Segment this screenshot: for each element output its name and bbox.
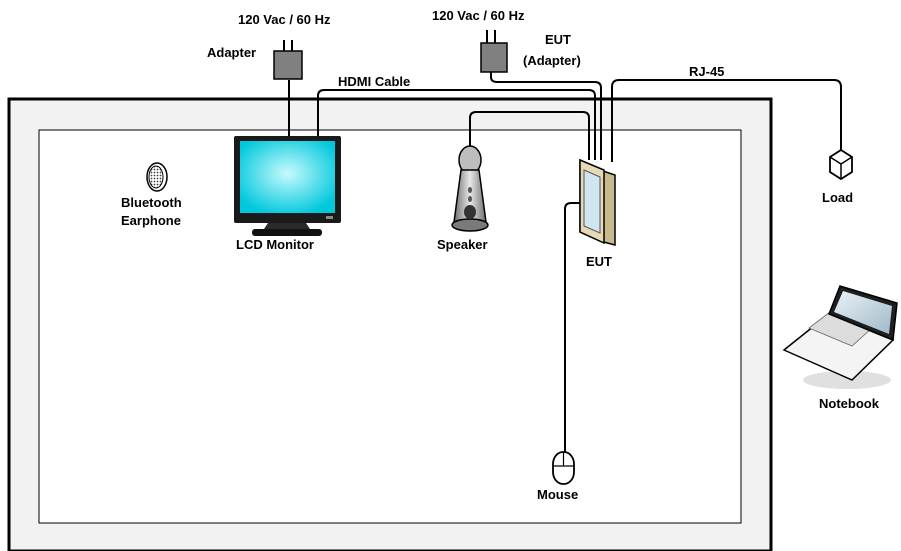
- adapter-box-icon: [273, 50, 303, 80]
- speaker-icon: [451, 145, 489, 232]
- speaker-base: [451, 218, 489, 232]
- lcd-monitor-icon: [234, 136, 341, 236]
- speaker-port: [468, 187, 472, 193]
- monitor-led: [326, 216, 333, 219]
- hdmi-cable-label: HDMI Cable: [338, 74, 410, 89]
- power-label-1: 120 Vac / 60 Hz: [238, 12, 331, 27]
- monitor-screen: [240, 141, 335, 213]
- mouse-label: Mouse: [537, 487, 578, 502]
- speaker-port: [468, 196, 472, 202]
- load-cube-edges: [829, 156, 853, 179]
- eut-adapter: [480, 30, 508, 73]
- eut-adapter-label-line2: (Adapter): [523, 53, 581, 68]
- bluetooth-label-line1: Bluetooth: [121, 195, 182, 210]
- notebook-icon: [782, 285, 898, 389]
- bluetooth-label-line2: Earphone: [121, 213, 181, 228]
- eut-device-icon: [579, 158, 616, 246]
- load-icon: [829, 148, 853, 181]
- eut-adapter-cable: [490, 72, 602, 160]
- notebook-label: Notebook: [819, 396, 880, 411]
- speaker-woofer: [464, 205, 476, 219]
- bluetooth-earphone-icon: [146, 162, 168, 192]
- rj45-cable: [611, 79, 842, 162]
- mouse-icon: [552, 451, 575, 485]
- mouse-cable: [564, 202, 580, 455]
- table-inner-panel: [38, 129, 742, 524]
- monitor-adapter: [273, 40, 303, 80]
- eut-screen: [583, 169, 601, 234]
- eut-adapter-label-line1: EUT: [545, 32, 571, 47]
- power-label-2: 120 Vac / 60 Hz: [432, 8, 525, 23]
- eut-label: EUT: [586, 254, 612, 269]
- test-table: [7, 97, 773, 551]
- notebook-shadow: [803, 371, 891, 389]
- lcd-monitor-label: LCD Monitor: [236, 237, 314, 252]
- monitor-neck: [264, 223, 310, 229]
- notebook-screen: [834, 291, 892, 334]
- adapter-label: Adapter: [207, 45, 256, 60]
- speaker-cable: [469, 111, 590, 160]
- earphone-mesh: [148, 165, 164, 189]
- load-label: Load: [822, 190, 853, 205]
- speaker-label: Speaker: [437, 237, 488, 252]
- adapter-box-icon: [480, 42, 508, 73]
- labels: 120 Vac / 60 Hz 120 Vac / 60 Hz Adapter …: [121, 8, 880, 502]
- hdmi-cable: [317, 89, 596, 160]
- monitor-stand: [252, 229, 322, 236]
- rj45-label: RJ-45: [689, 64, 724, 79]
- cables: [288, 72, 842, 455]
